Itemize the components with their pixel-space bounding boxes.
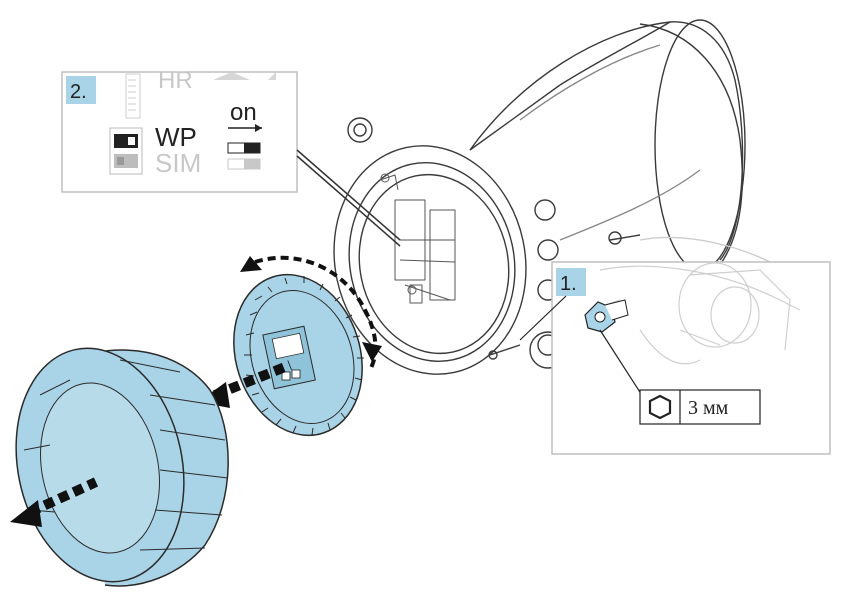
display-module [233, 273, 364, 437]
step-2-number: 2. [70, 81, 87, 103]
screw-detail-inset: 1. 3 мм [519, 261, 831, 455]
on-label: on [230, 99, 257, 126]
wp-label: WP [155, 122, 197, 152]
transmitter-housing [333, 19, 801, 375]
tool-label: 3 мм [639, 389, 761, 425]
sim-label: SIM [155, 148, 201, 178]
tool-size-label: 3 мм [688, 397, 729, 419]
housing-cover [15, 347, 229, 587]
hr-label: HR [158, 67, 193, 94]
rotation-arrowhead-top [240, 256, 262, 272]
hr-switch-graphic [213, 72, 276, 80]
step-2-badge [66, 76, 96, 104]
ruler-strip [125, 73, 141, 119]
leader-line-step2 [296, 149, 401, 241]
hex-key-icon [648, 394, 672, 420]
rotation-arrowhead-bottom [362, 342, 382, 362]
step-1-badge [556, 268, 586, 296]
step-1-number: 1. [560, 273, 577, 295]
pull-arrow-cover [10, 477, 99, 527]
locking-screw [584, 299, 629, 333]
switch-panel-inset: 2. HR WP SIM on [61, 67, 401, 247]
inset-frame-step1 [551, 261, 831, 455]
inset-frame [61, 71, 298, 193]
